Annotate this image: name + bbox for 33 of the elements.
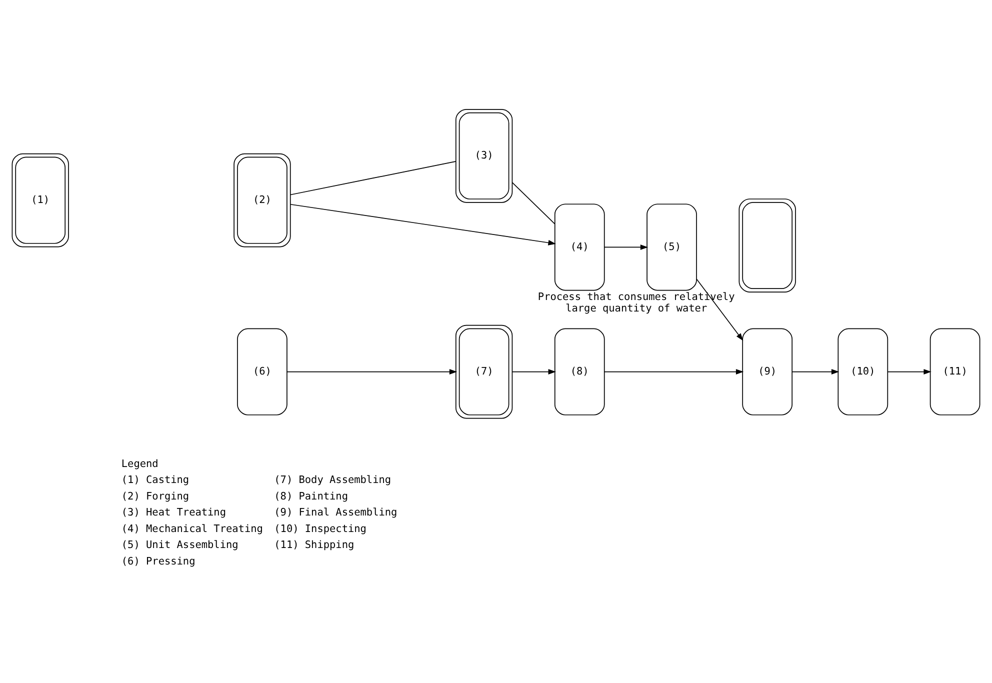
label: (4) Mechanical Treating (121, 524, 263, 535)
label: (2) Forging (121, 491, 190, 502)
node-box: (9) (742, 328, 792, 416)
arrow (290, 204, 556, 246)
node-box: (2) (234, 153, 291, 248)
label: (5) Unit Assembling (121, 540, 238, 552)
node-box: (6) (237, 328, 288, 416)
node-box: (11) (930, 328, 980, 416)
arrow (604, 244, 648, 250)
node-box: (10) (838, 328, 888, 416)
label: (9) Final Assembling (274, 508, 398, 519)
connector (512, 182, 556, 224)
node-box (738, 198, 796, 292)
label: (1) Casting (121, 475, 190, 486)
label: (11) Shipping (274, 540, 354, 552)
arrow (792, 369, 840, 374)
arrow (604, 369, 744, 374)
label: Legend (121, 459, 158, 470)
node-box: (1) (12, 153, 69, 248)
label: (7) Body Assembling (274, 475, 392, 486)
arrow (887, 369, 932, 374)
node-box: (7) (455, 324, 513, 419)
arrow (286, 369, 458, 374)
connector (290, 161, 456, 196)
node-box: (5) (646, 204, 697, 291)
arrow (512, 369, 556, 374)
label: (8) Painting (274, 491, 348, 502)
label: (3) Heat Treating (121, 508, 226, 519)
label: (6) Pressing (121, 556, 196, 568)
label: (10) Inspecting (274, 524, 366, 535)
node-box: (3) (455, 108, 513, 203)
node-box: (8) (554, 328, 605, 416)
node-box: (4) (554, 204, 605, 291)
